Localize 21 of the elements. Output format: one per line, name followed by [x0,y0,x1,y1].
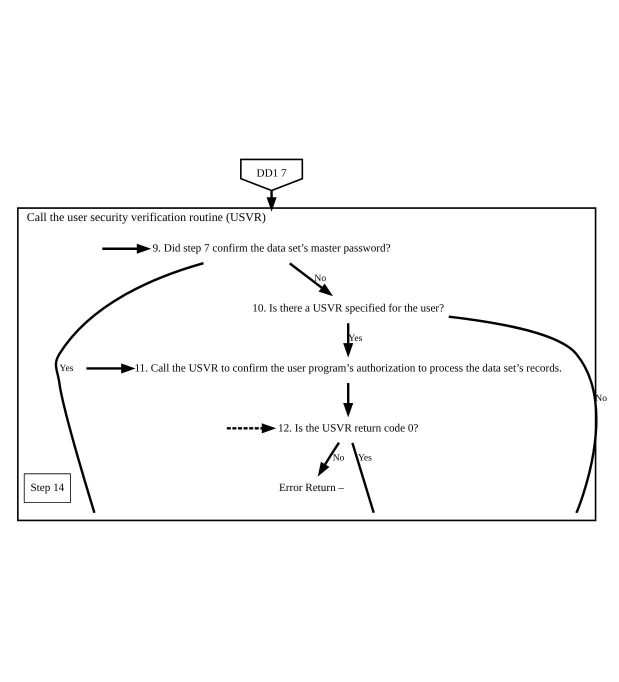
edge-label: Yes [60,362,74,374]
node-text: 12. Is the USVR return code 0? [278,422,418,434]
node-box: Step 14 [24,472,71,502]
connector [448,314,598,513]
arrow [102,243,152,254]
node-text: 9. Did step 7 confirm the data set’s master password? [152,242,391,254]
edge-label: Yes [358,452,372,464]
arrow [86,362,136,373]
edge-label: No [332,452,344,464]
arrow [343,322,354,358]
node-text: 10. Is there a USVR specified for the user? [252,302,444,314]
arrow [289,262,334,296]
connector [351,442,375,513]
node-text: 11. Call the USVR to confirm the user program’s authorization to process the data set’s records. [134,362,562,374]
arrow [343,382,354,417]
arrow [226,422,276,433]
arrow [266,190,277,212]
connector [54,262,204,513]
edge-label: No [314,272,326,284]
node-text: Error Return – [278,482,344,494]
arrow [318,442,340,476]
